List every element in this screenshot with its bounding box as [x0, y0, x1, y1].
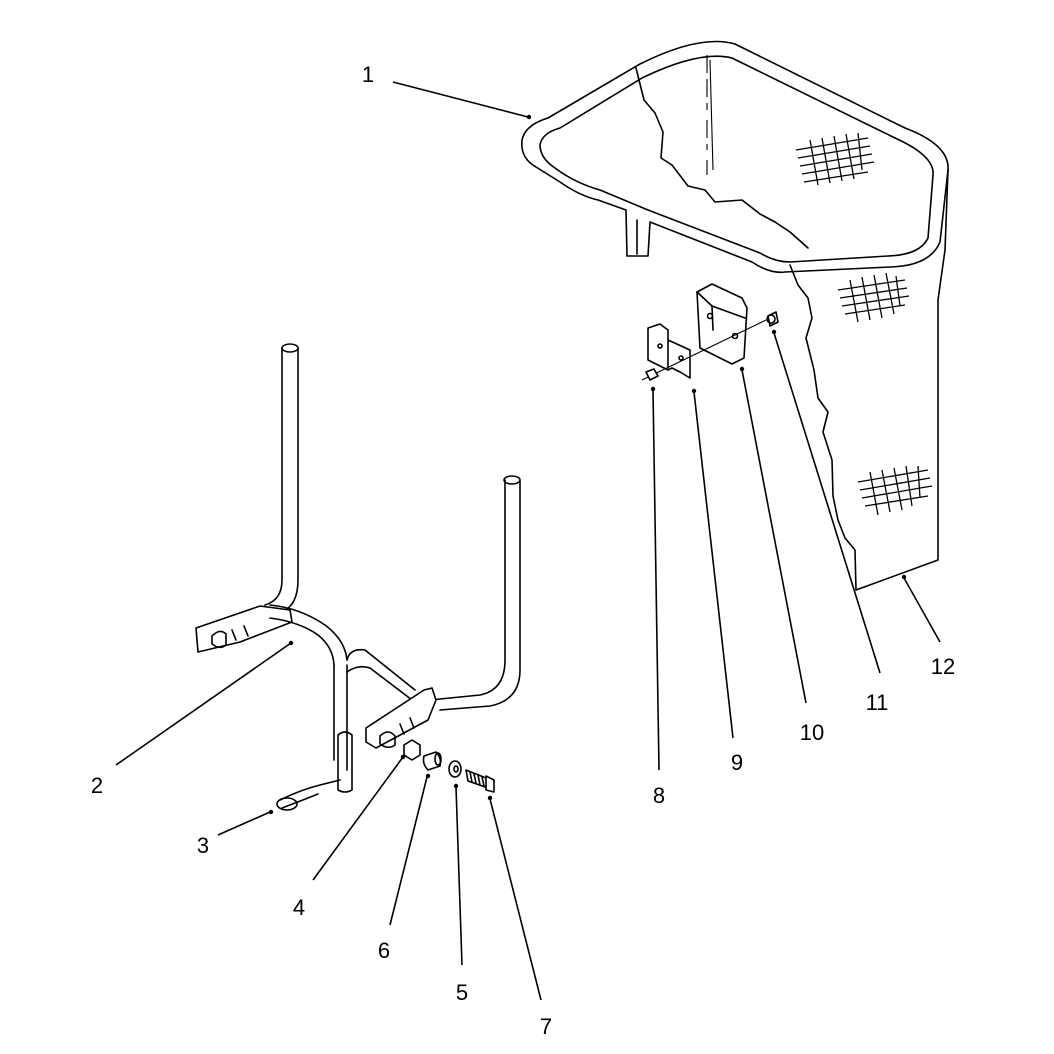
- mesh-patch-upper: [795, 132, 875, 186]
- callout-9: 9: [731, 750, 743, 775]
- callout-7: 7: [540, 1014, 552, 1039]
- bag-support-frame: [195, 343, 521, 793]
- mesh-patch-middle: [837, 272, 910, 323]
- hitch-pin: [276, 779, 341, 811]
- callout-12: 12: [931, 654, 955, 679]
- mount-hardware: [403, 739, 495, 793]
- callout-2: 2: [91, 773, 103, 798]
- callout-3: 3: [197, 833, 209, 858]
- bag-frame: [520, 40, 949, 274]
- callout-5: 5: [456, 980, 468, 1005]
- callout-1: 1: [362, 62, 374, 87]
- grass-bag: [635, 55, 949, 591]
- callout-labels: 1 2 3 4 5 6 7 8 9 10 11 12: [91, 62, 955, 1039]
- callout-6: 6: [378, 938, 390, 963]
- callout-10: 10: [800, 720, 824, 745]
- mesh-patch-lower: [857, 465, 933, 516]
- leader-lines: [115, 81, 941, 1001]
- callout-11: 11: [866, 690, 889, 715]
- callout-8: 8: [653, 783, 665, 808]
- callout-4: 4: [293, 895, 305, 920]
- bag-bracket-assembly: [641, 283, 779, 381]
